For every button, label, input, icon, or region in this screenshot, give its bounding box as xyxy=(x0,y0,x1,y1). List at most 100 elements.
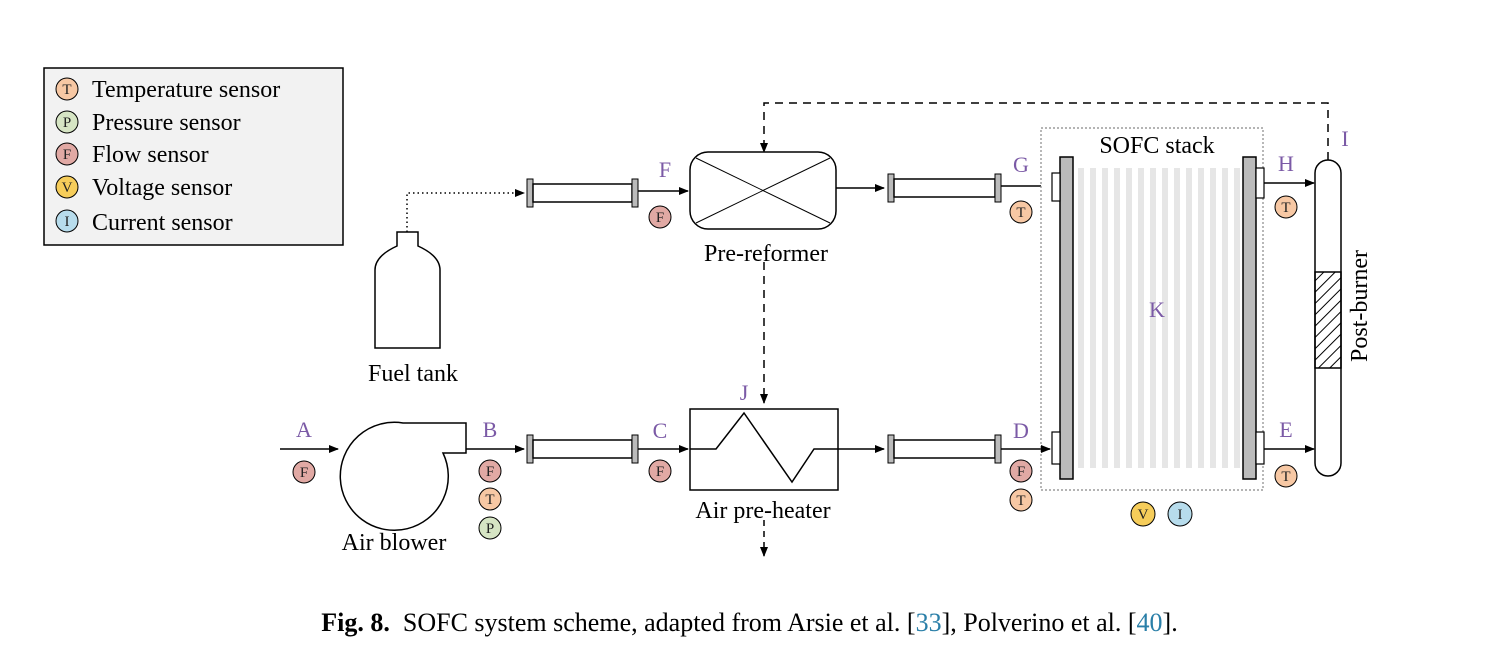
legend: T Temperature sensor P Pressure sensor F… xyxy=(43,67,344,246)
legend-item-current: I Current sensor xyxy=(55,209,233,236)
caption-text-3: ]. xyxy=(1162,608,1178,637)
legend-label: Flow sensor xyxy=(92,142,209,168)
legend-item-pressure: P Pressure sensor xyxy=(55,110,241,136)
flow-sensor-icon xyxy=(648,205,672,229)
flow-sensor-b: F xyxy=(478,459,502,483)
pressure-sensor-icon xyxy=(478,516,502,540)
svg-text:T: T xyxy=(1281,200,1290,216)
legend-label: Pressure sensor xyxy=(92,110,241,136)
temperature-sensor-d: T xyxy=(1009,488,1033,512)
voltage-sensor: V xyxy=(1130,501,1156,527)
svg-text:F: F xyxy=(1017,464,1025,480)
fuel-tank-label: Fuel tank xyxy=(368,361,458,387)
temperature-sensor-icon xyxy=(1009,200,1033,224)
voltage-sensor-icon xyxy=(55,175,79,199)
svg-text:T: T xyxy=(1016,205,1025,221)
point-f-label: F xyxy=(659,157,671,182)
fuel-tank-shape xyxy=(374,231,441,349)
point-g-label: G xyxy=(1013,152,1029,177)
air-blower-shape xyxy=(339,421,467,532)
fuel-supply-line xyxy=(406,189,525,232)
legend-letter: V xyxy=(62,180,73,196)
temperature-sensor-icon xyxy=(55,77,79,101)
legend-item-voltage: V Voltage sensor xyxy=(55,175,232,201)
point-a-label: A xyxy=(296,417,312,442)
temperature-sensor-icon xyxy=(478,487,502,511)
point-e-label: E xyxy=(1279,417,1292,442)
svg-text:T: T xyxy=(1281,469,1290,485)
svg-text:F: F xyxy=(486,464,494,480)
temperature-sensor-h: T xyxy=(1274,195,1298,219)
legend-box xyxy=(43,67,344,246)
sofc-cells xyxy=(1078,168,1240,468)
flow-sensor-f: F xyxy=(648,205,672,229)
flow-sensor-icon xyxy=(648,459,672,483)
air-preheater-label: Air pre-heater xyxy=(695,498,830,524)
pressure-sensor-icon xyxy=(55,110,79,134)
air-blower-label: Air blower xyxy=(342,530,447,556)
air-preheater: Air pre-heater xyxy=(689,408,839,524)
temperature-sensor-g: T xyxy=(1009,200,1033,224)
point-c-label: C xyxy=(653,418,668,443)
temperature-sensor-icon xyxy=(1009,488,1033,512)
svg-text:F: F xyxy=(656,464,664,480)
citation-link-33[interactable]: 33 xyxy=(915,608,942,637)
pre-reformer-label: Pre-reformer xyxy=(704,241,828,267)
point-j-label: J xyxy=(740,380,749,405)
svg-text:V: V xyxy=(1138,507,1149,523)
point-b-label: B xyxy=(483,417,498,442)
sofc-stack-label: SOFC stack xyxy=(1099,133,1214,159)
legend-label: Temperature sensor xyxy=(92,77,280,103)
current-sensor-icon xyxy=(55,209,79,233)
legend-item-temperature: T Temperature sensor xyxy=(55,77,280,103)
legend-item-flow: F Flow sensor xyxy=(55,142,209,168)
post-burner: Post-burner xyxy=(1314,159,1373,477)
fuel-pipe-2 xyxy=(836,173,1051,203)
svg-text:F: F xyxy=(300,465,308,481)
flow-sensor-icon xyxy=(1009,459,1033,483)
pre-reformer: Pre-reformer xyxy=(689,151,837,267)
voltage-sensor-icon xyxy=(1130,501,1156,527)
point-k-label: K xyxy=(1149,297,1165,322)
legend-letter: I xyxy=(65,214,70,230)
heat-exchanger-coil xyxy=(690,411,838,484)
svg-text:P: P xyxy=(486,521,494,537)
temperature-sensor-icon xyxy=(1274,195,1298,219)
post-burner-label: Post-burner xyxy=(1347,250,1373,362)
fuel-tank: Fuel tank xyxy=(368,189,525,387)
air-pipe-2 xyxy=(838,434,1051,464)
fuel-pipe-1 xyxy=(526,178,689,208)
point-h-label: H xyxy=(1278,151,1294,176)
point-i-label: I xyxy=(1341,126,1348,151)
flow-sensor-a: F xyxy=(292,460,316,484)
svg-text:T: T xyxy=(485,492,494,508)
svg-text:I: I xyxy=(1178,507,1183,523)
temperature-sensor-b: T xyxy=(478,487,502,511)
flow-sensor-icon xyxy=(55,142,79,166)
exhaust-recirculation-line xyxy=(760,102,1329,160)
legend-label: Current sensor xyxy=(92,210,233,236)
temperature-sensor-e: T xyxy=(1274,464,1298,488)
legend-letter: P xyxy=(63,115,71,131)
figure-caption: Fig. 8. SOFC system scheme, adapted from… xyxy=(0,608,1499,638)
citation-link-40[interactable]: 40 xyxy=(1136,608,1163,637)
legend-label: Voltage sensor xyxy=(92,175,232,201)
flow-sensor-icon xyxy=(478,459,502,483)
air-pipe-1 xyxy=(466,434,689,464)
flow-sensor-d: F xyxy=(1009,459,1033,483)
svg-text:F: F xyxy=(656,210,664,226)
pressure-sensor-b: P xyxy=(478,516,502,540)
current-sensor: I xyxy=(1167,501,1193,527)
legend-letter: F xyxy=(63,147,71,163)
flow-sensor-icon xyxy=(292,460,316,484)
sofc-system-diagram: T Temperature sensor P Pressure sensor F… xyxy=(43,67,1373,557)
figure-label: Fig. 8. xyxy=(321,608,390,637)
caption-text-1: SOFC system scheme, adapted from Arsie e… xyxy=(402,608,916,637)
svg-text:T: T xyxy=(1016,493,1025,509)
temperature-sensor-icon xyxy=(1274,464,1298,488)
point-d-label: D xyxy=(1013,418,1029,443)
sofc-stack: SOFC stack K xyxy=(1040,127,1265,491)
air-blower: Air blower xyxy=(339,421,467,556)
caption-text-2: ], Polverino et al. [ xyxy=(941,608,1137,637)
current-sensor-icon xyxy=(1167,501,1193,527)
